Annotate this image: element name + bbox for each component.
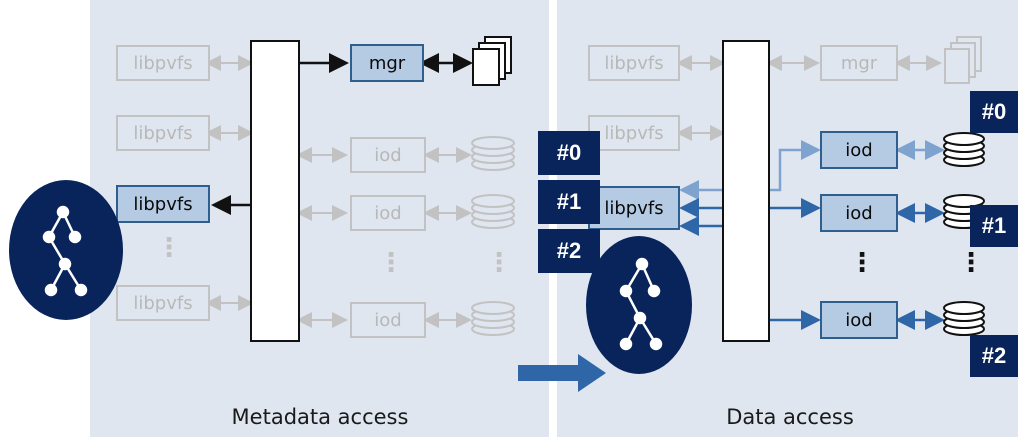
left-libpvfs-1: libpvfs [116,45,210,81]
disk-tag-1: #1 [970,205,1018,247]
request-tag-1: #1 [538,180,600,224]
right-libpvfs-2: libpvfs [588,115,680,151]
right-iod-2: iod [820,194,898,232]
left-mgr: mgr [350,44,424,82]
metadata-access-caption: Metadata access [231,405,409,429]
left-libpvfs-2: libpvfs [116,115,210,151]
request-tag-2: #2 [538,229,600,273]
left-disk-ellipsis: ⋮ [486,248,512,278]
left-libpvfs-active: libpvfs [116,185,210,223]
left-iod-ellipsis: ⋮ [378,248,404,278]
right-libpvfs-1: libpvfs [588,45,680,81]
right-iod-ellipsis: ⋮ [849,248,875,278]
transition-arrow [518,354,606,392]
left-bus [250,40,300,342]
right-mgr: mgr [820,45,898,81]
disk-tag-2: #2 [970,335,1018,377]
left-iod-2: iod [350,195,426,231]
data-access-caption: Data access [726,405,854,429]
disk-tag-0: #0 [970,91,1018,133]
tree-icon [619,257,663,351]
right-disk-ellipsis: ⋮ [958,248,984,278]
right-tree-circle [586,236,692,374]
left-iod-1: iod [350,137,426,173]
document-stack-icon [472,36,512,86]
tree-icon [42,205,88,297]
left-libpvfs-ellipsis: ⋮ [156,233,182,263]
right-iod-1: iod [820,131,898,169]
left-libpvfs-4: libpvfs [116,285,210,321]
left-iod-3: iod [350,302,426,338]
right-iod-3: iod [820,301,898,339]
right-libpvfs-active: libpvfs [588,186,680,230]
left-tree-circle [9,180,123,320]
right-bus [722,40,770,342]
request-tag-0: #0 [538,131,600,175]
